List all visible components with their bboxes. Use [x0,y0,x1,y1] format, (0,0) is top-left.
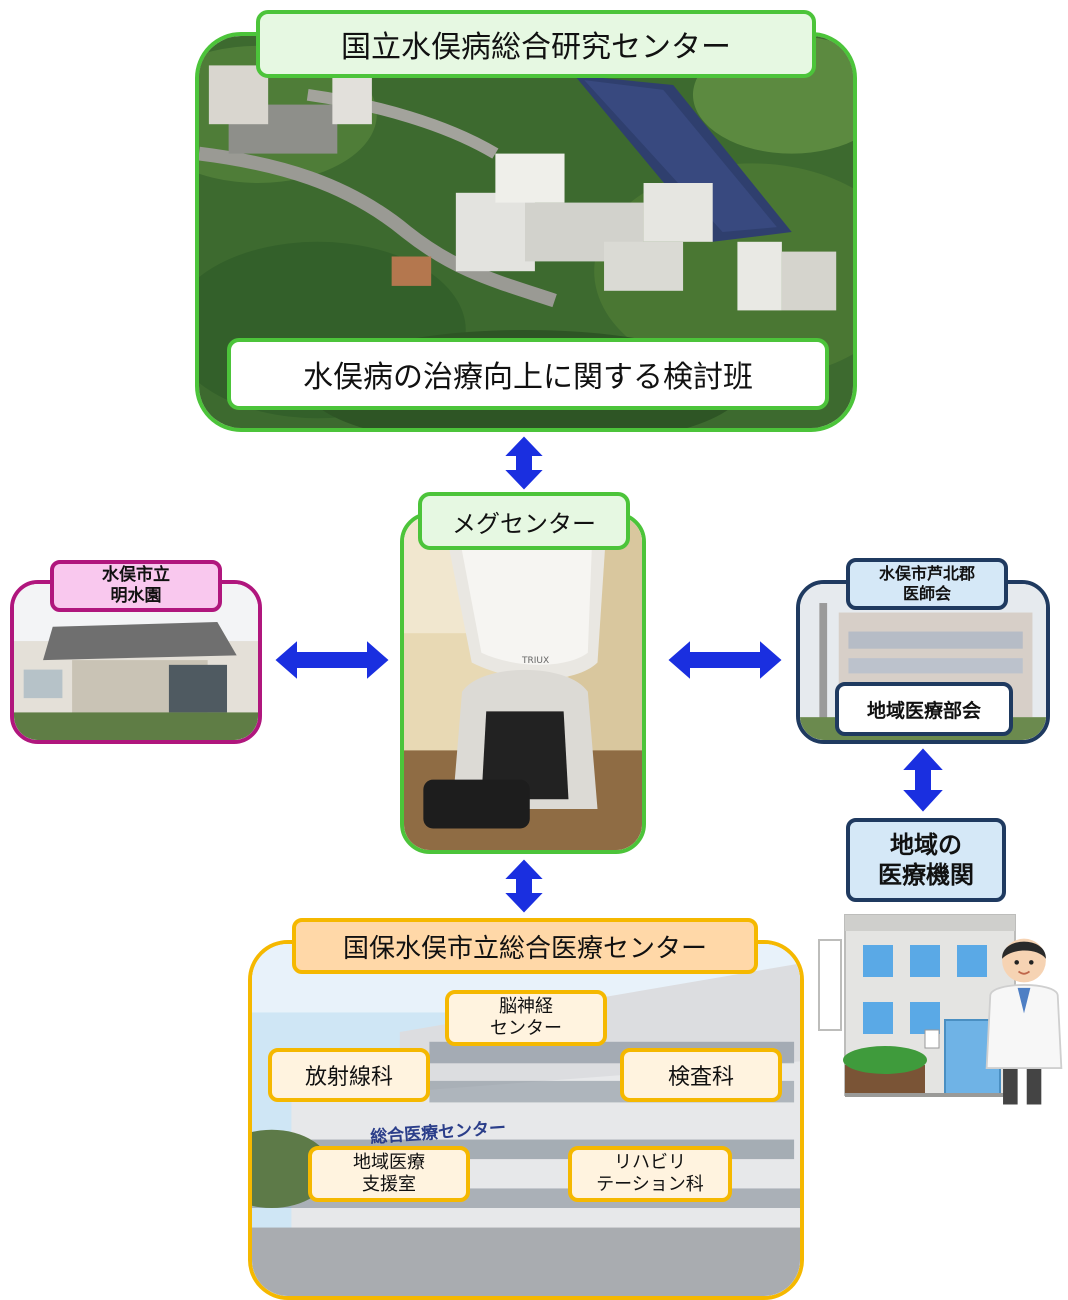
meg-device-label: TRIUX [522,656,550,666]
local-institutions-title: 地域の 医療機関 [846,818,1006,902]
double-arrow-horizontal-icon [665,636,785,684]
arrow-research-meg [500,433,548,493]
meg-center-title-text: メグセンター [452,509,596,538]
dept-neurology-line1: 脳神経 [499,996,553,1017]
dept-regional-support-line1: 地域医療 [353,1152,425,1173]
dept-radiology: 放射線科 [268,1048,430,1102]
arrow-meg-general-center [500,856,548,916]
clinic-building-icon [818,914,1016,1097]
medical-association-title-line1: 水俣市芦北郡 [878,564,975,583]
double-arrow-vertical-icon [500,433,548,493]
dept-laboratory: 検査科 [620,1048,782,1102]
medical-association-title-line2: 医師会 [902,584,951,603]
meg-center-panel: TRIUX [400,512,646,854]
local-institutions-title-line1: 地域の [890,831,962,859]
treatment-study-group-text: 水俣病の治療向上に関する検討班 [303,360,753,395]
research-center-title-text: 国立水俣病総合研究センター [341,30,731,65]
meisuien-title-line2: 明水園 [110,586,162,606]
dept-rehabilitation-line2: テーション科 [596,1174,704,1195]
general-medical-center-title-text: 国保水俣市立総合医療センター [342,933,707,964]
local-institutions-title-line2: 医療機関 [878,861,974,889]
medical-association-title: 水俣市芦北郡 医師会 [846,558,1008,610]
double-arrow-vertical-icon [500,856,548,916]
arrow-meisuien-meg [272,636,392,684]
dept-rehabilitation-line1: リハビリ [614,1152,686,1173]
meisuien-title: 水俣市立 明水園 [50,560,222,612]
treatment-study-group-box: 水俣病の治療向上に関する検討班 [227,338,829,410]
regional-medical-committee-text: 地域医療部会 [866,699,981,722]
meg-device-photo [404,516,642,850]
dept-radiology-text: 放射線科 [304,1065,393,1090]
dept-laboratory-text: 検査科 [667,1065,734,1090]
dept-regional-support-line2: 支援室 [362,1174,416,1195]
arrow-meg-medical-association [665,636,785,684]
doctor-icon [985,938,1063,1105]
arrow-association-local [898,745,948,815]
meisuien-title-line1: 水俣市立 [102,565,170,585]
general-medical-center-title: 国保水俣市立総合医療センター [292,918,758,974]
double-arrow-horizontal-icon [272,636,392,684]
dept-neurology-center: 脳神経 センター [445,990,607,1046]
research-center-title: 国立水俣病総合研究センター [256,10,816,78]
meg-center-title: メグセンター [418,492,630,550]
double-arrow-vertical-icon [898,745,948,815]
regional-medical-committee-box: 地域医療部会 [835,682,1013,736]
dept-regional-support: 地域医療 支援室 [308,1146,470,1202]
dept-rehabilitation: リハビリ テーション科 [568,1146,732,1202]
dept-neurology-line2: センター [490,1018,562,1039]
clinic-doctor-illustration [815,910,1065,1125]
